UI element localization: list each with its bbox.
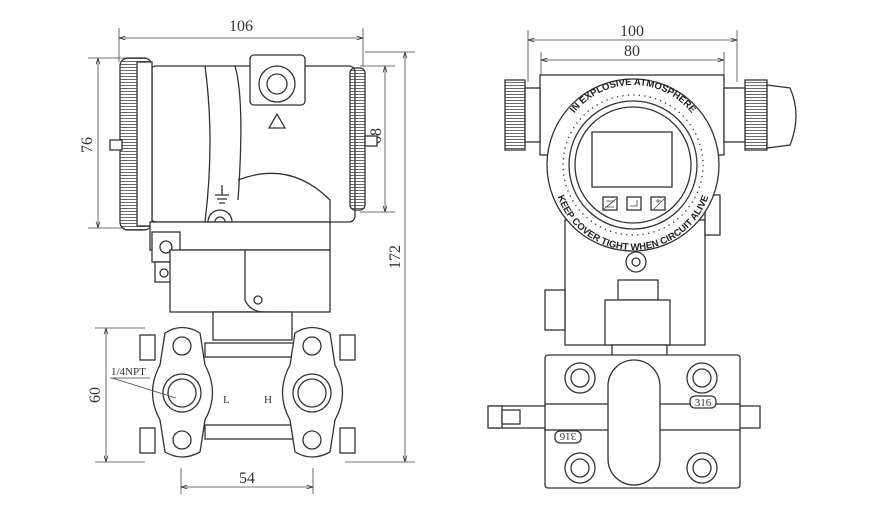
dim-54: 54 — [239, 470, 255, 487]
process-flanges: 1/4NPT L H — [110, 326, 356, 458]
ground-icon — [215, 185, 229, 204]
housing — [109, 54, 378, 341]
flange-front: 316 316 — [487, 354, 761, 489]
warning-icon — [267, 112, 287, 129]
enter-button[interactable] — [626, 196, 642, 211]
display-dial: IN EXPLOSIVE ATMOSPHERE KEEP COVER TIGHT… — [546, 77, 720, 253]
npt-label: 1/4NPT — [111, 366, 146, 378]
dim-106: 106 — [229, 18, 253, 35]
dimension-cover-height: 76 — [79, 57, 125, 229]
zero-button[interactable] — [602, 196, 618, 211]
span-button[interactable] — [650, 196, 666, 211]
material-mark: 316 — [695, 397, 712, 409]
dimension-total-height: 172 — [345, 51, 415, 463]
dimension-width: 106 — [118, 18, 364, 66]
material-mark: 316 — [559, 430, 576, 442]
dimension-inner-width: 80 — [540, 43, 725, 80]
dim-172: 172 — [387, 245, 404, 269]
front-view: 100 80 IN EXPLOSIV — [487, 23, 797, 489]
dim-76: 76 — [79, 137, 96, 153]
lcd-screen — [591, 131, 673, 188]
low-side-label: L — [223, 394, 230, 406]
dim-80: 80 — [624, 43, 640, 60]
dim-100: 100 — [620, 23, 644, 40]
high-side-label: H — [264, 394, 272, 406]
dim-60: 60 — [87, 387, 104, 403]
dimension-flange-spacing: 54 — [180, 468, 314, 494]
dimension-flange-height: 60 — [87, 327, 145, 463]
side-view: 106 76 68 172 60 — [79, 18, 415, 494]
dimension-outer-width: 100 — [527, 23, 738, 82]
